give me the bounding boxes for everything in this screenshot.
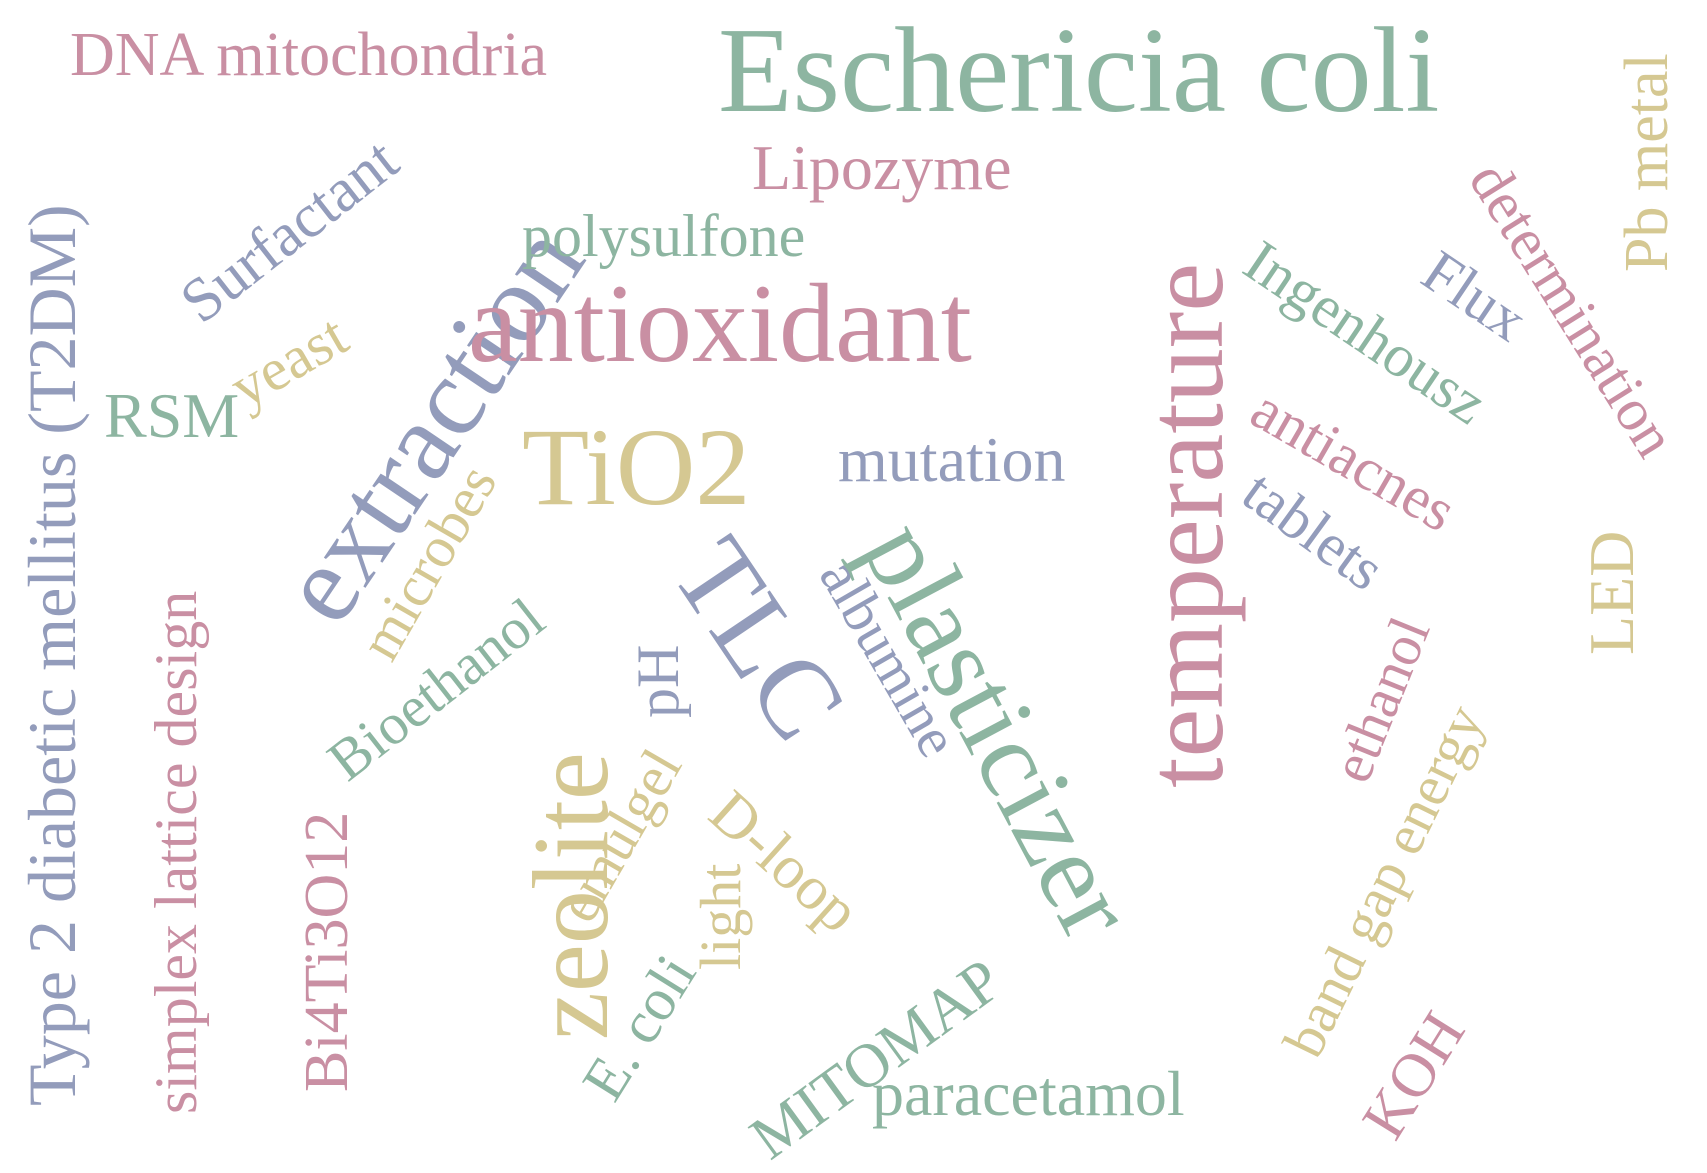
word-rsm: RSM	[104, 380, 240, 451]
word-temperature: temperature	[1124, 262, 1246, 788]
word-t2dm: Type 2 diabetic mellitus (T2DM)	[14, 204, 90, 1106]
word-led: LED	[1576, 530, 1647, 655]
word-dna-mitochondria: DNA mitochondria	[70, 21, 547, 89]
word-surfactant: Surfactant	[168, 125, 411, 337]
word-antioxidant: antioxidant	[468, 262, 972, 386]
word-simplex-lattice-design: simplex lattice design	[143, 590, 209, 1114]
word-polysulfone: polysulfone	[522, 203, 806, 269]
word-eschericia-coli: Eschericia coli	[718, 3, 1440, 138]
word-tlc: TLC	[648, 516, 870, 762]
word-mutation: mutation	[838, 424, 1066, 495]
word-koh: KOH	[1349, 1000, 1479, 1151]
word-pb-metal: Pb metal	[1613, 53, 1681, 272]
word-light: light	[688, 863, 753, 970]
word-paracetamol: paracetamol	[872, 1058, 1185, 1129]
word-tio2: TiO2	[522, 406, 751, 528]
word-lipozyme: Lipozyme	[752, 132, 1012, 203]
word-bi4ti3o12: Bi4Ti3O12	[293, 811, 361, 1092]
word-yeast: yeast	[218, 301, 359, 421]
word-ph: pH	[625, 644, 691, 718]
word-plasticizer: plasticizer	[839, 501, 1160, 958]
word-cloud: DNA mitochondria Eschericia coli Pb meta…	[14, 3, 1689, 1173]
